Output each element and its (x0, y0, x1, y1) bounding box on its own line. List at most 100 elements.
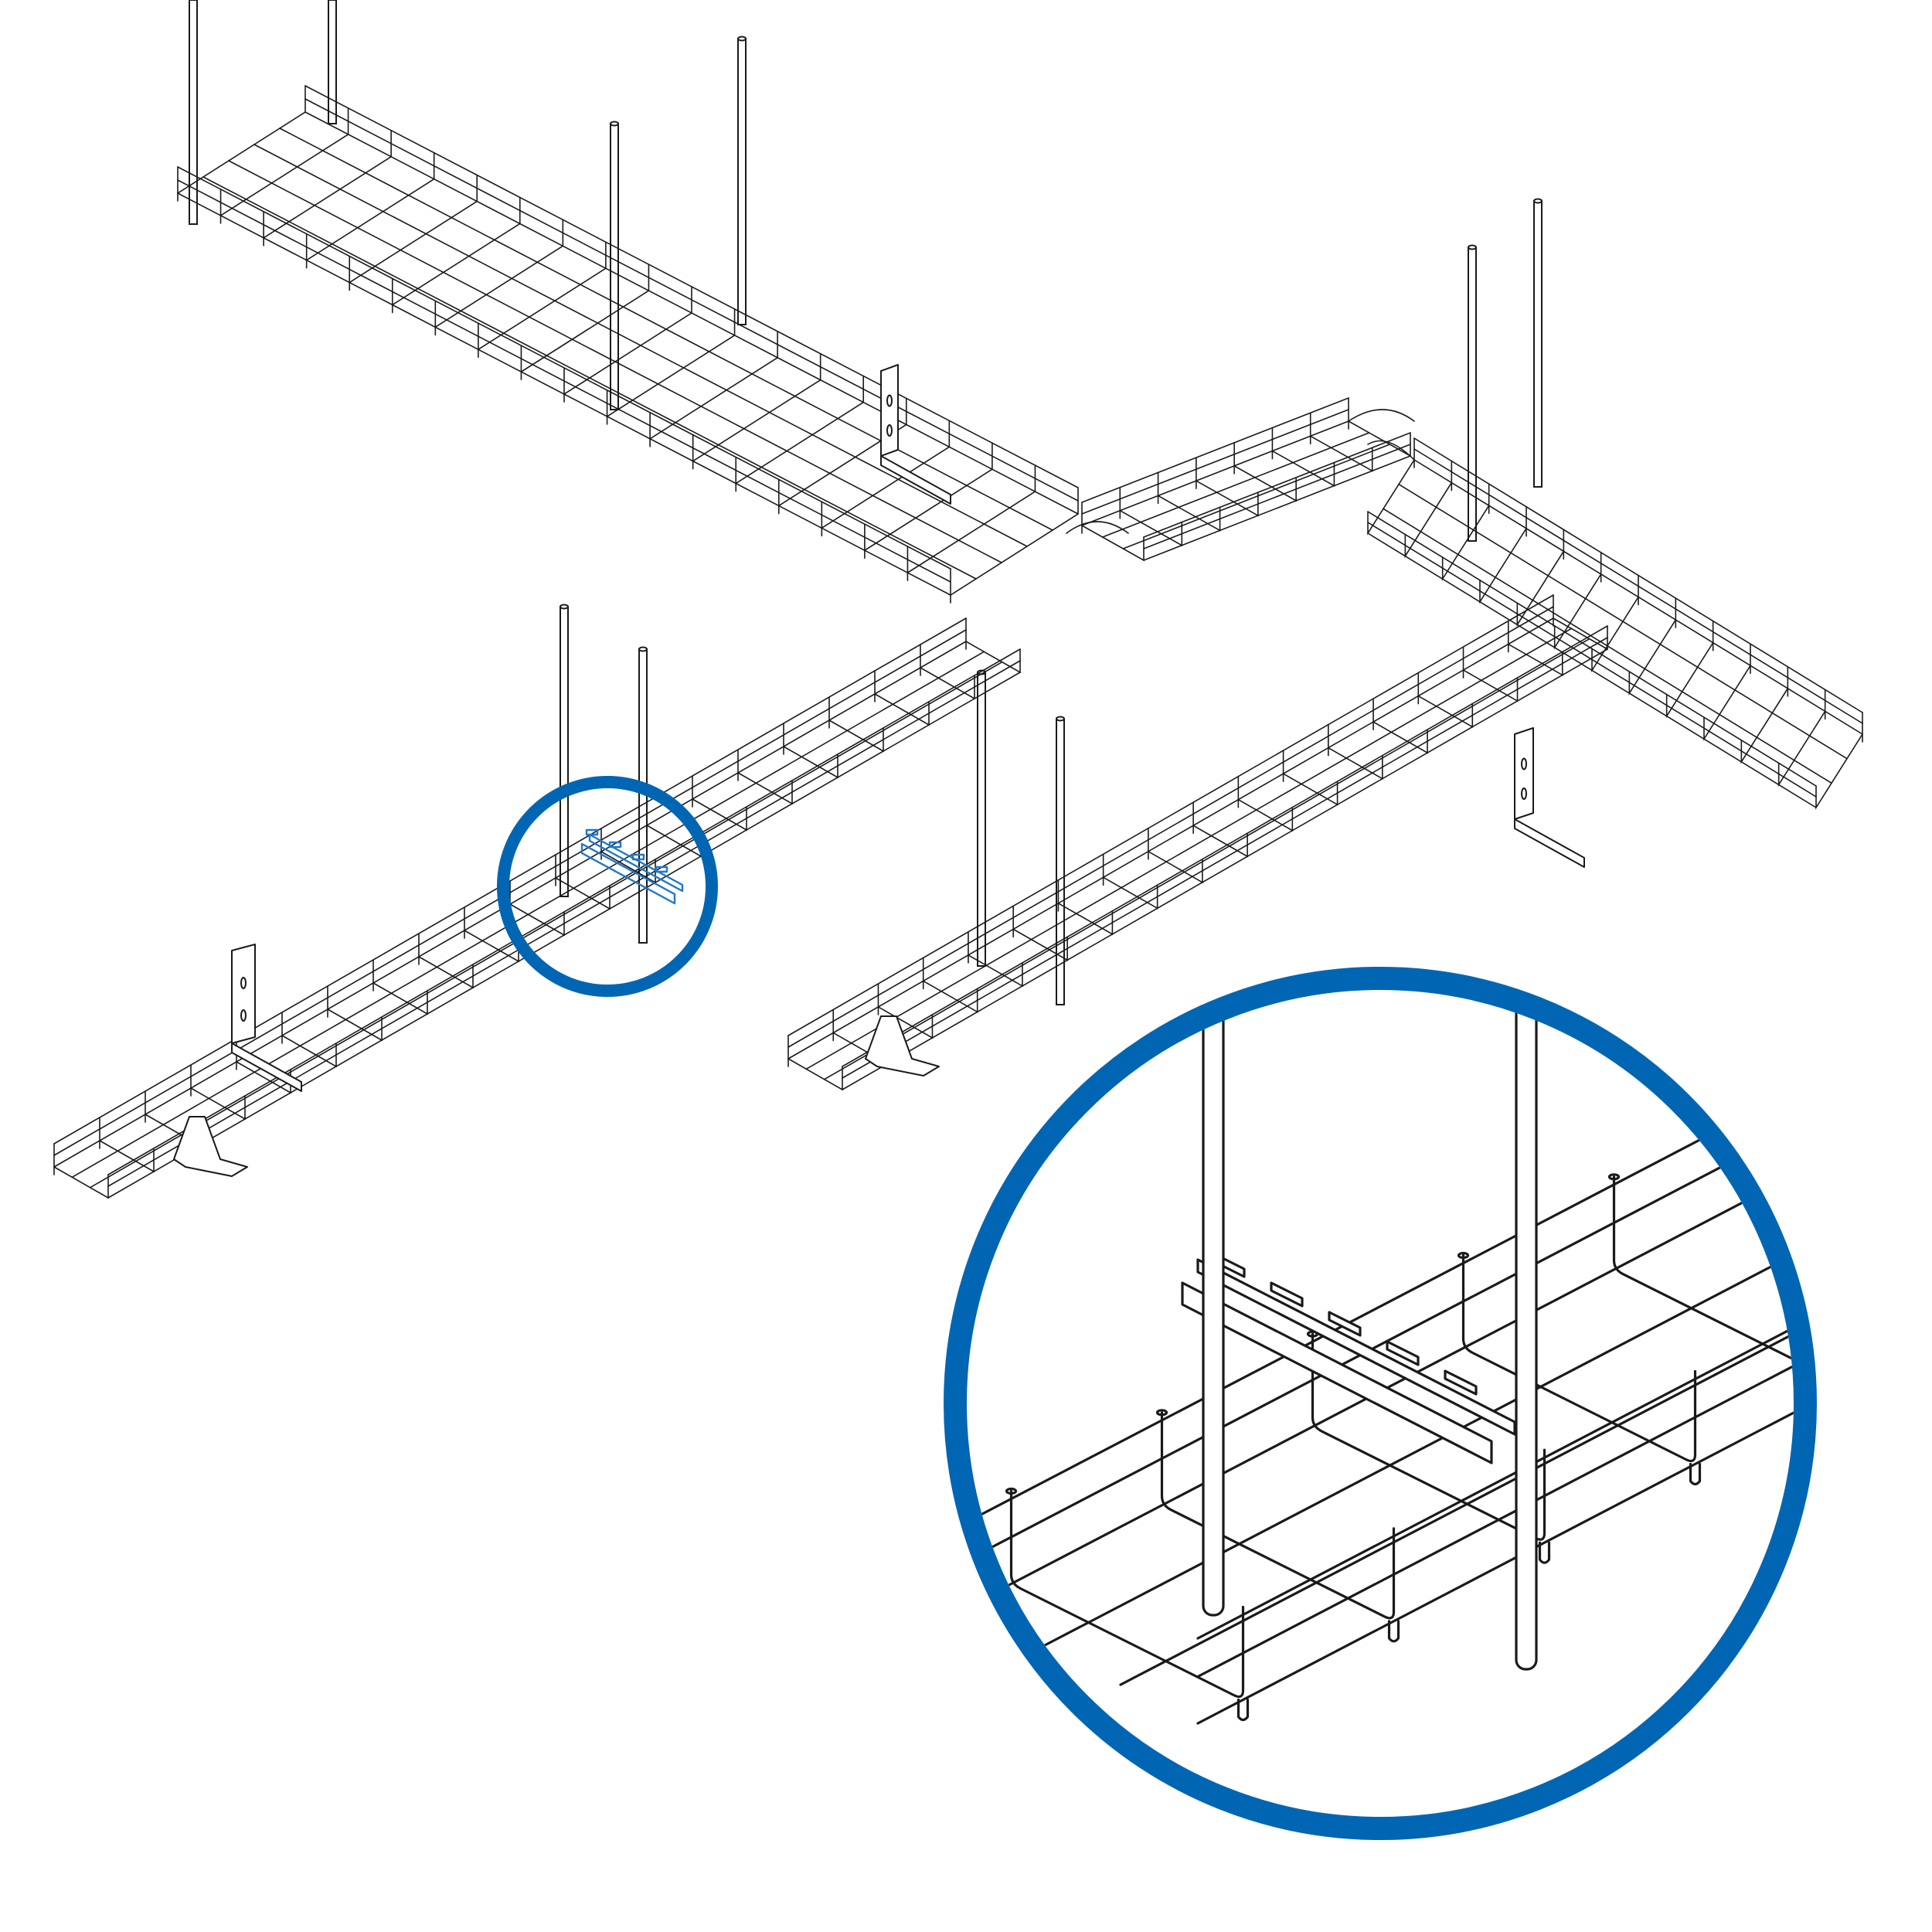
side-rail (1143, 444, 1411, 549)
wire-mesh-trays (53, 85, 1863, 1199)
cross-wire (1311, 1332, 1546, 1541)
wall-bracket (231, 944, 302, 1092)
cross-wire (1372, 698, 1428, 754)
floor-wire (787, 617, 1554, 1060)
bracket-tab (1444, 1369, 1478, 1396)
cross-wire (1479, 505, 1527, 604)
threaded-rod (610, 121, 619, 410)
cross-wire (391, 196, 521, 306)
support-foot (865, 1015, 940, 1077)
cross-wire (1157, 471, 1221, 532)
side-rail (1196, 1165, 1794, 1640)
cross-wire (1081, 502, 1145, 562)
cross-wire (305, 151, 435, 262)
floor-wire (805, 628, 1573, 1070)
wire-foot (1538, 1541, 1551, 1564)
floor-wire (1119, 1212, 1794, 1686)
cross-wire (737, 749, 793, 805)
cross-wire (1012, 905, 1068, 961)
cross-wire (1233, 442, 1297, 502)
side-rail (1081, 397, 1349, 503)
floor-wire (1196, 1250, 1794, 1725)
floor-support (173, 1116, 248, 1177)
cross-wire (1148, 827, 1203, 884)
cross-wire (1665, 620, 1714, 719)
cross-wire (1777, 689, 1826, 787)
callout-ring-detail (944, 967, 1817, 1840)
rod-shaft (560, 606, 569, 897)
cross-wire (965, 617, 1021, 674)
floor-wire (1081, 420, 1349, 526)
wire-mesh-tray (53, 617, 1021, 1199)
threaded-rod (189, 0, 198, 225)
cross-wire (1119, 486, 1183, 547)
threaded-rod (1468, 244, 1477, 542)
cross-wire (950, 487, 1079, 597)
rod-end (610, 121, 619, 127)
threaded-rod (977, 669, 986, 967)
side-rail (842, 637, 1608, 1079)
threaded-rod (737, 36, 747, 325)
side-rail (787, 594, 1554, 1036)
cross-wire (735, 375, 865, 485)
highlighted-support-bracket (580, 828, 684, 905)
wire-end (1155, 1409, 1168, 1417)
callout-ring-small (497, 776, 718, 997)
cross-wire (219, 107, 349, 217)
cross-wire (1160, 1411, 1396, 1620)
bracket-slot (1521, 757, 1527, 770)
tee-bend (1066, 521, 1129, 534)
cross-wire (877, 983, 934, 1039)
channel-flange (1196, 1258, 1516, 1436)
bracket-tab (655, 866, 668, 873)
detail-tray (967, 1049, 1851, 1725)
rod-end (1533, 198, 1543, 204)
rod-end (638, 646, 648, 652)
wire-foot (1842, 1386, 1851, 1406)
wire-end (1005, 1487, 1018, 1495)
bracket-tab (631, 853, 645, 861)
cross-wire (1441, 483, 1490, 581)
floor-support (865, 1015, 940, 1077)
wire-foot (1236, 1698, 1250, 1722)
wire-end (1457, 1251, 1470, 1260)
bracket-slot (1521, 787, 1527, 800)
cross-wire (99, 1117, 155, 1173)
cross-wire (555, 854, 611, 910)
side-rail (967, 1087, 1794, 1563)
channel-flange (588, 833, 684, 893)
cross-wire (1628, 597, 1677, 696)
rod-shaft (1056, 718, 1065, 1005)
wall-bracket (1514, 727, 1585, 868)
cross-wire (1404, 460, 1453, 559)
wire-end (1758, 1094, 1771, 1102)
support-foot (173, 1116, 248, 1177)
cross-wire (1282, 750, 1338, 806)
wire-mesh-tray (177, 85, 1079, 604)
threaded-rod (328, 0, 337, 124)
cross-wire (1348, 397, 1411, 457)
floor-wire (842, 648, 1608, 1090)
channel-body (1181, 1281, 1493, 1464)
rod-shaft (189, 0, 198, 225)
cross-wire (372, 959, 428, 1015)
cross-wire (478, 241, 607, 351)
cross-wire (1516, 529, 1565, 628)
cross-wire (1591, 574, 1639, 673)
cross-wire (1192, 801, 1248, 858)
cross-wire (1703, 643, 1751, 742)
cross-wire (968, 931, 1023, 988)
floor-wire (1042, 1173, 1794, 1648)
floor-wire (1143, 455, 1411, 561)
cross-wire (563, 286, 692, 396)
cross-wire (1367, 437, 1415, 536)
support-bracket-highlight (580, 828, 684, 905)
cross-wire (874, 670, 930, 726)
cross-wire (1507, 620, 1563, 676)
wire-mesh-tray (787, 594, 1608, 1091)
cross-wire (1057, 879, 1114, 936)
cross-wire (922, 957, 978, 1013)
bracket-tab (1386, 1340, 1420, 1366)
threaded-rods (189, 0, 1543, 1005)
